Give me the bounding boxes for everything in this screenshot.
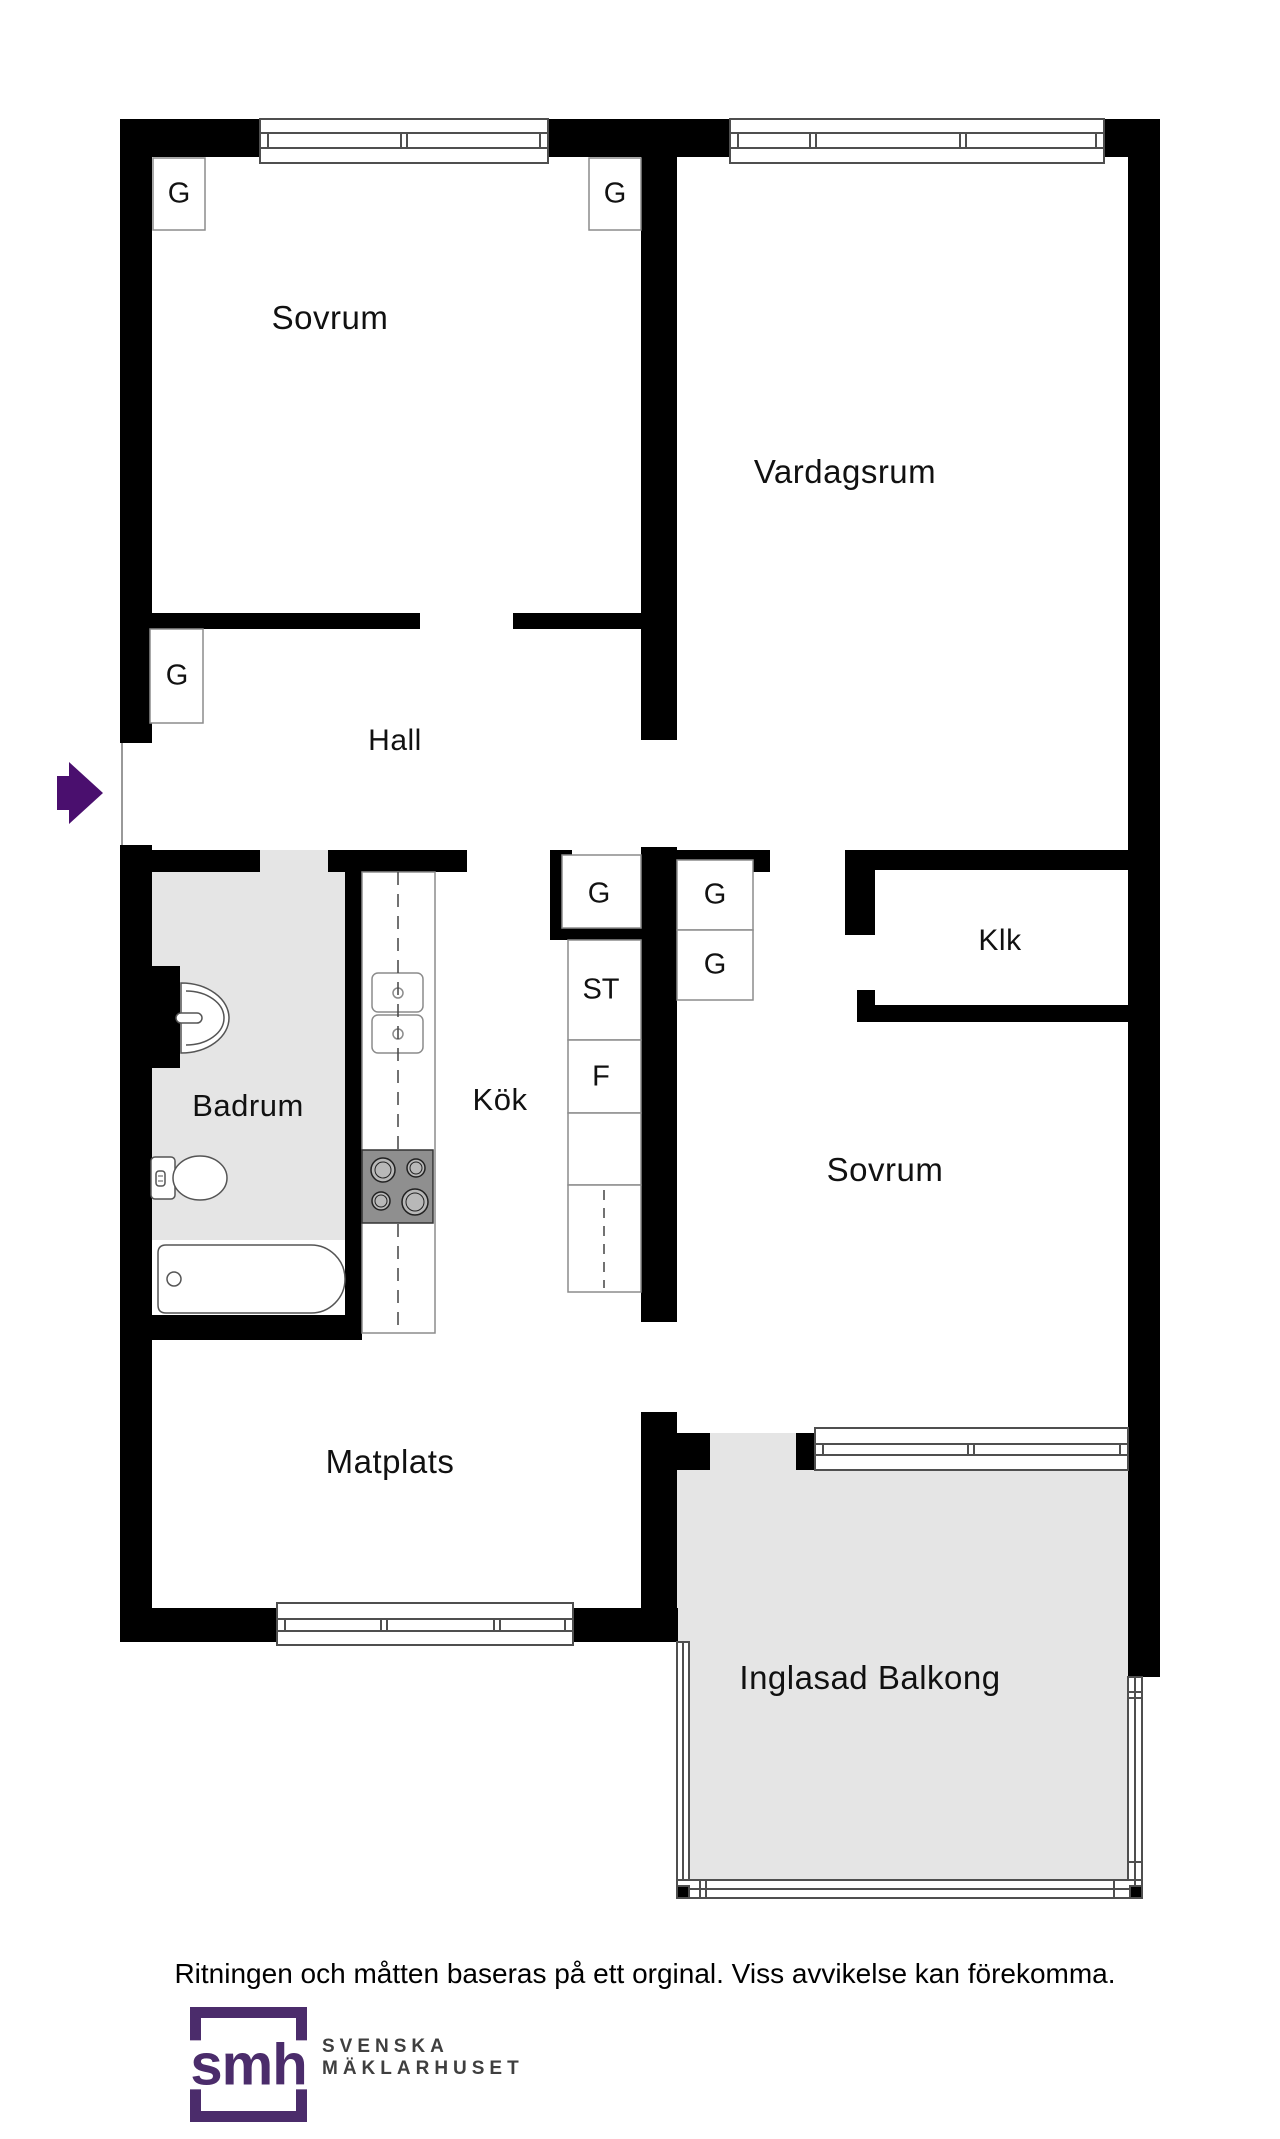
closet-label-g-hall: G xyxy=(165,659,189,692)
badrum-door-opening xyxy=(260,850,328,872)
wall-balcony-block xyxy=(641,1433,710,1470)
wall-klk-stub-lower xyxy=(857,990,875,1005)
balcony-glazing xyxy=(676,1641,1143,1899)
closet-box-f xyxy=(567,1039,642,1114)
room-label-kok: Kök xyxy=(472,1082,528,1117)
closet-label-g-sovrum1-right: G xyxy=(603,177,627,210)
logo-text-maklarhuset: MÄKLARHUSET xyxy=(322,2058,524,2079)
disclaimer-text: Ritningen och måtten baseras på ett orgi… xyxy=(174,1958,1116,1989)
closet-label-f: F xyxy=(592,1060,610,1093)
room-label-sovrum1: Sovrum xyxy=(271,299,389,336)
smh-logo: smh xyxy=(187,2007,310,2122)
closet-box-g-lower xyxy=(676,929,754,1001)
wall-left-lower xyxy=(120,845,152,1642)
wall-klk-top xyxy=(845,850,1128,870)
stove-icon xyxy=(361,1149,434,1224)
room-label-badrum: Badrum xyxy=(192,1088,304,1123)
wall-badrum-bottom xyxy=(120,1315,362,1340)
logo-text-svenska: SVENSKA xyxy=(322,2036,449,2057)
closet-label-g-kok: G xyxy=(587,877,611,910)
pipe-shaft xyxy=(150,966,180,1068)
closet-label-st: ST xyxy=(582,973,620,1006)
bathtub-icon xyxy=(157,1244,346,1314)
smh-logo-mark: smh xyxy=(187,2035,310,2094)
closet-box-sovrum1-right xyxy=(588,157,642,231)
entrance-arrow-icon xyxy=(57,762,103,824)
closet-box-hall xyxy=(149,628,204,724)
closet-label-g-lower: G xyxy=(703,948,727,981)
cabinet-box-empty xyxy=(567,1112,642,1186)
wall-sovrum-hall-a xyxy=(150,613,420,629)
room-label-vardagsrum: Vardagsrum xyxy=(753,453,937,490)
wall-badrum-kok xyxy=(345,872,362,1320)
closet-label-g-sovrum1-left: G xyxy=(167,177,191,210)
closet-box-kok xyxy=(561,854,642,929)
room-label-klk: Klk xyxy=(978,924,1022,957)
closet-label-g-upper: G xyxy=(703,878,727,911)
glazing-corner-post xyxy=(676,1885,690,1899)
wall-sovrum-hall-b xyxy=(513,613,641,629)
wall-klk-bottom xyxy=(857,1005,1128,1022)
sink-icon xyxy=(175,982,230,1054)
wall-sovrum-vardagsrum xyxy=(641,157,677,740)
windows xyxy=(259,118,1129,1646)
window-matplats xyxy=(276,1602,574,1646)
room-label-sovrum2: Sovrum xyxy=(826,1151,944,1188)
wall-klk-stub-upper xyxy=(845,870,875,935)
toilet-icon xyxy=(150,1155,228,1201)
wall-kok-top xyxy=(328,850,467,872)
room-label-hall: Hall xyxy=(368,724,422,757)
cabinet-box-dashed xyxy=(567,1184,642,1293)
wall-center-column xyxy=(641,847,677,1322)
closet-box-sovrum1-left xyxy=(152,157,206,231)
wall-kok-closet-bottom xyxy=(550,928,641,940)
closet-box-st xyxy=(567,939,642,1041)
wall-badrum-top xyxy=(150,850,260,872)
glazing-corner-post xyxy=(1129,1885,1143,1899)
window-sovrum1 xyxy=(259,118,549,164)
wall-bottom-left xyxy=(120,1608,277,1642)
window-sovrum2-balcony xyxy=(814,1427,1129,1471)
closet-box-g-upper xyxy=(676,859,754,931)
room-label-matplats: Matplats xyxy=(325,1443,455,1480)
wall-kok-closet-left xyxy=(550,855,562,940)
wall-balcony-stub xyxy=(796,1433,815,1470)
balcony-floor xyxy=(677,1470,1128,1880)
wall-left-upper xyxy=(120,119,152,743)
wall-right xyxy=(1128,119,1160,1677)
window-vardagsrum xyxy=(729,118,1105,164)
balcony-door-opening xyxy=(710,1433,796,1470)
room-label-balkong: Inglasad Balkong xyxy=(739,1659,1001,1696)
room-fills xyxy=(152,850,1128,1880)
